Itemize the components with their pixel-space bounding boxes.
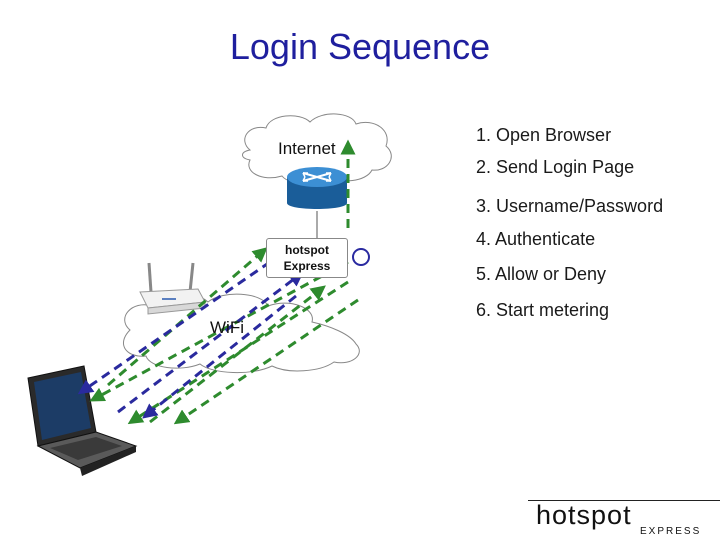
step-5: 5. Allow or Deny bbox=[476, 264, 607, 284]
step-4: 4. Authenticate bbox=[476, 229, 596, 249]
laptop-icon bbox=[27, 365, 138, 476]
hotspot-box-line2: Express bbox=[283, 259, 331, 273]
step-1: 1. Open Browser bbox=[476, 125, 612, 145]
status-circle-icon bbox=[352, 248, 370, 266]
hotspot-logo-sub: EXPRESS bbox=[640, 526, 702, 537]
access-point-icon bbox=[139, 262, 206, 315]
step-3: 3. Username/Password bbox=[476, 196, 664, 216]
blue-arrow-3 bbox=[142, 294, 297, 419]
internet-cloud-icon bbox=[242, 113, 392, 184]
green-arrow-5 bbox=[173, 298, 359, 425]
hotspot-logo: hotspot bbox=[536, 500, 632, 530]
green-arrow-2 bbox=[107, 247, 268, 387]
router-icon bbox=[287, 167, 347, 209]
wifi-label: WiFi bbox=[210, 318, 244, 337]
blue-arrows bbox=[77, 260, 304, 419]
green-arrows bbox=[89, 139, 359, 425]
logo-divider bbox=[528, 500, 720, 501]
hotspot-box-line1: hotspot bbox=[285, 243, 329, 257]
blue-arrow-1 bbox=[77, 260, 271, 395]
green-arrow-1 bbox=[89, 260, 349, 402]
step-2: 2. Send Login Page bbox=[476, 157, 635, 177]
green-arrow-3 bbox=[127, 280, 349, 425]
step-6: 6. Start metering bbox=[476, 300, 610, 320]
green-arrow-4 bbox=[149, 285, 326, 424]
page-title: Login Sequence bbox=[229, 26, 491, 67]
internet-label: Internet bbox=[278, 139, 336, 158]
blue-arrow-2 bbox=[117, 271, 304, 414]
hotspot-express-box: hotspot Express bbox=[266, 238, 348, 278]
